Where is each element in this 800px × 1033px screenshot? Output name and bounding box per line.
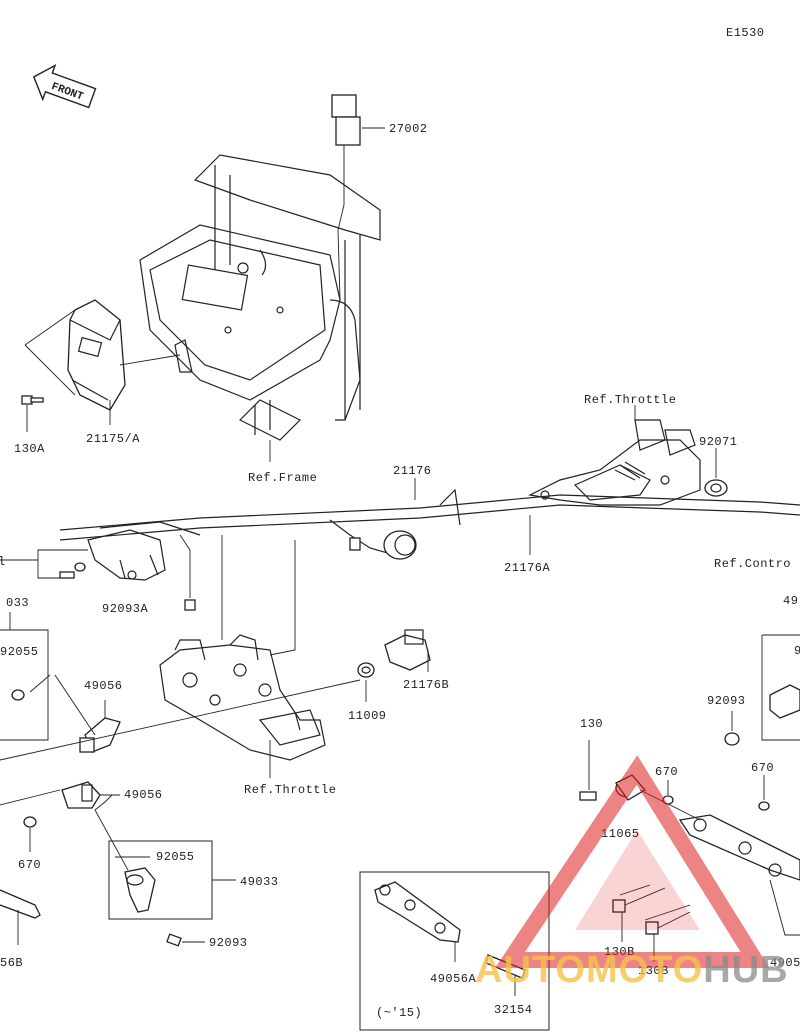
label-21175A: 21175/A	[86, 432, 140, 446]
label-range-note: (~'15)	[376, 1006, 422, 1020]
label-670-b: 670	[751, 761, 774, 775]
bracket-left	[0, 529, 166, 581]
automotohub-watermark: AUTOMOTOHUB	[475, 948, 800, 992]
label-92093-mid: 92093	[209, 936, 248, 950]
label-21176: 21176	[393, 464, 432, 478]
label-l-fragment: l	[0, 555, 6, 569]
label-9-right: 9	[794, 644, 800, 658]
label-ref-frame: Ref.Frame	[248, 471, 317, 485]
label-49056-b: 49056	[124, 788, 163, 802]
watermark-text-b: HUB	[703, 949, 789, 991]
label-49056-a: 49056	[84, 679, 123, 693]
oring-left	[11, 689, 25, 701]
cap-92093-mid	[166, 933, 205, 947]
inset-box-15	[359, 871, 550, 1031]
label-11009: 11009	[348, 709, 387, 723]
automotohub-logo	[495, 755, 770, 968]
cap-92093A	[179, 534, 196, 611]
label-ref-throttle-top: Ref.Throttle	[584, 393, 676, 407]
front-arrow-icon: FRONT	[32, 63, 97, 109]
wire-harness-21176	[59, 478, 800, 560]
label-49056A: 49056A	[430, 972, 477, 986]
oring-11009	[357, 662, 375, 702]
label-32154: 32154	[494, 1003, 533, 1017]
label-670-left: 670	[18, 858, 41, 872]
throttle-body-mid	[159, 535, 326, 778]
label-670-a: 670	[655, 765, 678, 779]
label-21176B: 21176B	[403, 678, 449, 692]
injector-right	[769, 684, 800, 719]
sensor-21176B	[384, 629, 431, 672]
label-27002: 27002	[389, 122, 428, 136]
diagram-code: E1530	[726, 26, 765, 40]
label-ref-throttle-mid: Ref.Throttle	[244, 783, 336, 797]
cap-92093-right	[724, 732, 740, 746]
label-92093A: 92093A	[102, 602, 149, 616]
watermark-text-a: AUTOMOTO	[475, 949, 704, 991]
throttle-body-top	[528, 405, 701, 506]
pin-56B	[0, 889, 41, 945]
frame-assembly	[139, 154, 381, 441]
relay-27002	[331, 94, 385, 301]
injector-mid	[94, 809, 156, 913]
bolt-130A	[21, 395, 44, 432]
label-4905: 4905	[770, 956, 800, 970]
label-21176A: 21176A	[504, 561, 551, 575]
oring-670-left	[23, 816, 37, 828]
fuel-rail-inset	[374, 881, 461, 962]
label-92071: 92071	[699, 435, 738, 449]
label-92055-mid: 92055	[156, 850, 195, 864]
ecu-21175	[24, 299, 181, 425]
label-130A: 130A	[14, 442, 45, 456]
label-92055-left: 92055	[0, 645, 39, 659]
label-ref-control: Ref.Contro	[714, 557, 791, 571]
label-11065: 11065	[601, 827, 640, 841]
label-49-right: 49	[783, 594, 798, 608]
injector-49056-b	[61, 781, 120, 809]
grommet-92071	[704, 448, 728, 497]
label-033-left: 033	[6, 596, 29, 610]
label-49033: 49033	[240, 875, 279, 889]
label-92093-right: 92093	[707, 694, 746, 708]
label-130: 130	[580, 717, 603, 731]
label-56B: 56B	[0, 956, 23, 970]
